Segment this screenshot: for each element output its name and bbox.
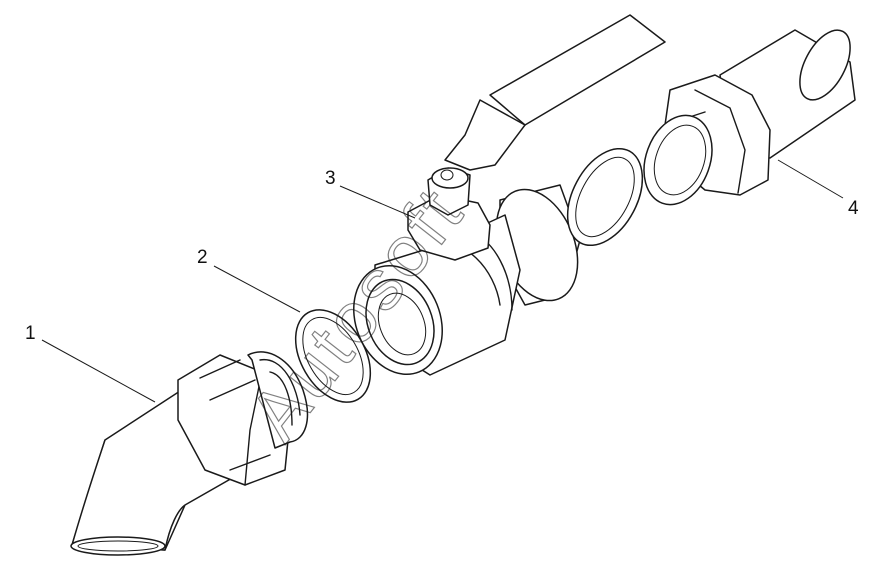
leader-lines bbox=[41, 159, 844, 403]
part-2-seal-ring bbox=[294, 309, 372, 403]
leader-line-4 bbox=[777, 159, 844, 199]
leader-line-3 bbox=[339, 185, 416, 219]
callout-2: 2 bbox=[197, 247, 208, 268]
callout-3: 3 bbox=[325, 168, 336, 189]
leader-line-2 bbox=[213, 265, 301, 313]
gasket-ring bbox=[566, 147, 644, 247]
part-4-union-fitting bbox=[643, 29, 856, 206]
part-1-elbow-union bbox=[70, 351, 309, 556]
callout-4: 4 bbox=[848, 198, 859, 219]
leader-line-1 bbox=[41, 339, 156, 403]
part-3-ball-valve bbox=[353, 14, 666, 376]
callout-1: 1 bbox=[25, 323, 36, 344]
